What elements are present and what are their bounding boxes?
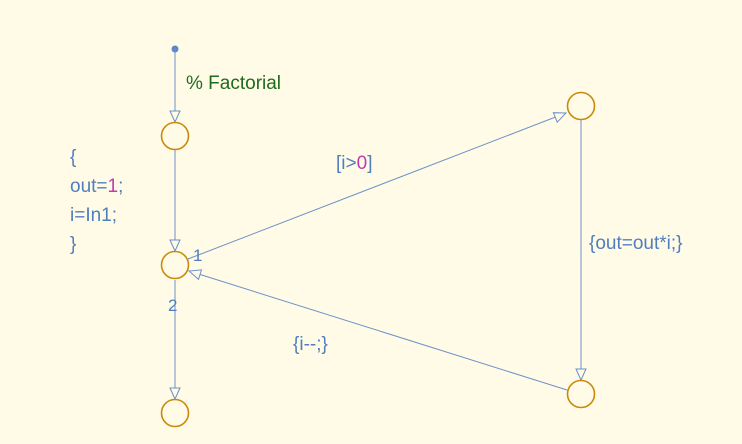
guard-transition-line[interactable] [187,112,567,260]
execution-order-2: 2 [168,296,177,315]
junction-loop-decision[interactable] [160,250,190,280]
decrement-transition-line[interactable] [188,270,568,391]
multiply-transition-arrowhead [575,368,587,382]
guard-label[interactable]: [i>0] [336,153,372,174]
decrement-transition-arrowhead [187,269,203,281]
guard-label-number: 0 [357,153,368,174]
junction-start[interactable] [160,121,190,151]
init-transition-arrowhead [169,239,181,253]
init-action-close-brace: } [70,234,76,255]
guard-transition-arrowhead [552,112,568,124]
init-action-open-brace: { [70,147,77,168]
init-action-line-2: i=In1; [70,205,117,226]
guard-label-suffix: ] [367,153,372,174]
junction-multiply[interactable] [566,91,596,121]
init-action-line-1-number: 1 [108,176,119,197]
multiply-action-label[interactable]: {out=out*i;} [589,233,683,254]
init-action-line-1: out=1; [70,176,123,197]
default-transition-arrowhead [169,110,181,124]
exit-transition-arrowhead [169,387,181,401]
junction-end[interactable] [160,398,190,428]
junction-decrement[interactable] [566,379,596,409]
decrement-action-label[interactable]: {i--;} [293,334,328,355]
init-action-line-1-suffix: ; [118,176,123,197]
chart-comment: % Factorial [186,73,281,94]
init-action-label[interactable]: { out=1; i=In1; } [70,147,123,255]
execution-order-1: 1 [193,246,202,265]
guard-label-prefix: [i> [336,153,357,174]
init-action-line-1-prefix: out= [70,176,108,197]
